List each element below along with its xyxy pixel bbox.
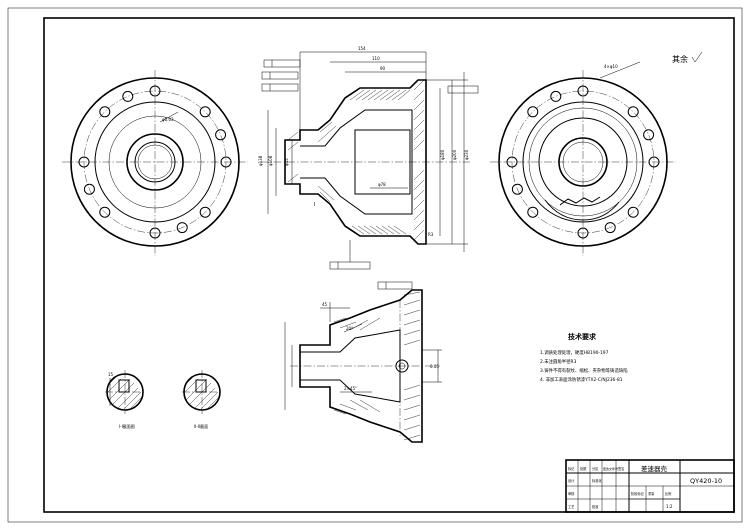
svg-text:φ200: φ200 [452,149,457,160]
svg-text:标记: 标记 [568,466,575,471]
svg-text:批准: 批准 [592,504,599,509]
left-end-view: φ0.03 [62,70,248,256]
svg-text:φ230: φ230 [464,149,469,160]
svg-text:φ180: φ180 [440,149,445,160]
tech-req-title: 技术要求 [568,332,597,341]
drawing-number: QY420-10 [690,477,722,485]
scale-value: 1:2 [666,504,673,509]
main-section-hatch [287,79,425,241]
svg-text:4×φ10: 4×φ10 [604,64,618,69]
right-bolt-holes [506,85,660,239]
svg-text:处数: 处数 [580,466,587,471]
roughness-note: 其余 [672,51,703,64]
right-end-view: 4×φ10 [490,61,676,256]
tech-req-item: 1.调质处理处理，硬度HB190-197 [540,349,609,356]
svg-text:φ45: φ45 [284,158,289,166]
main-section-view: 154 110 90 φ138 φ108 φ45 φ180 φ200 φ230 [258,46,479,270]
svg-text:审核: 审核 [568,491,575,496]
inner-frame [43,17,735,513]
technical-requirements: 技术要求 1.调质处理处理，硬度HB190-197 2.未注圆角半径R3 3.铸… [540,332,628,383]
svg-text:15: 15 [108,372,114,377]
svg-text:φ78: φ78 [378,182,386,187]
svg-text:比例: 比例 [665,491,671,496]
svg-text:φ0.03: φ0.03 [162,117,174,122]
svg-text:154: 154 [358,46,366,51]
svg-text:标准化: 标准化 [592,478,602,483]
part-name: 差速器壳 [641,464,668,473]
svg-text:设计: 设计 [568,478,575,483]
lower-section-view: 20° 2×45° 0.05 45 [284,281,442,443]
svg-text:R3: R3 [428,232,434,237]
svg-text:阶段标记: 阶段标记 [631,491,645,496]
svg-text:签名: 签名 [618,466,624,471]
section-II-label: II-II截面 [194,423,208,429]
svg-text:110: 110 [372,56,380,61]
svg-text:20°: 20° [346,326,353,331]
tech-req-item: 3.铸件不得有裂纹、缩松、夹杂物等铸造缺陷 [540,367,628,374]
svg-text:分区: 分区 [592,466,599,471]
svg-text:其余: 其余 [672,54,688,64]
svg-text:φ138: φ138 [258,155,263,166]
svg-text:工艺: 工艺 [568,504,574,509]
tech-req-item: 4. 非加工表面涂防锈漆YTX2-C/NJ236-81 [540,376,623,383]
section-I: 15 I-I截面图 [105,370,145,429]
svg-text:φ108: φ108 [268,155,273,166]
title-block: 标记 处数 分区 更改文件号 签名 设计 标准化 审核 工艺 批准 阶段标记 重… [565,459,735,513]
svg-text:45: 45 [322,302,328,307]
svg-text:0.05: 0.05 [430,364,439,369]
section-I-label: I-I截面图 [119,423,135,429]
section-II: II-II截面 [182,370,222,429]
svg-text:重量: 重量 [648,491,655,496]
tech-req-item: 2.未注圆角半径R3 [540,358,577,365]
svg-text:更改文件号: 更改文件号 [603,466,618,471]
svg-text:90: 90 [380,66,386,71]
svg-text:2×45°: 2×45° [344,386,357,391]
lower-section-hatch [333,291,421,441]
svg-text:I: I [314,202,315,208]
left-bolt-holes [78,85,232,239]
outer-frame [7,7,743,523]
